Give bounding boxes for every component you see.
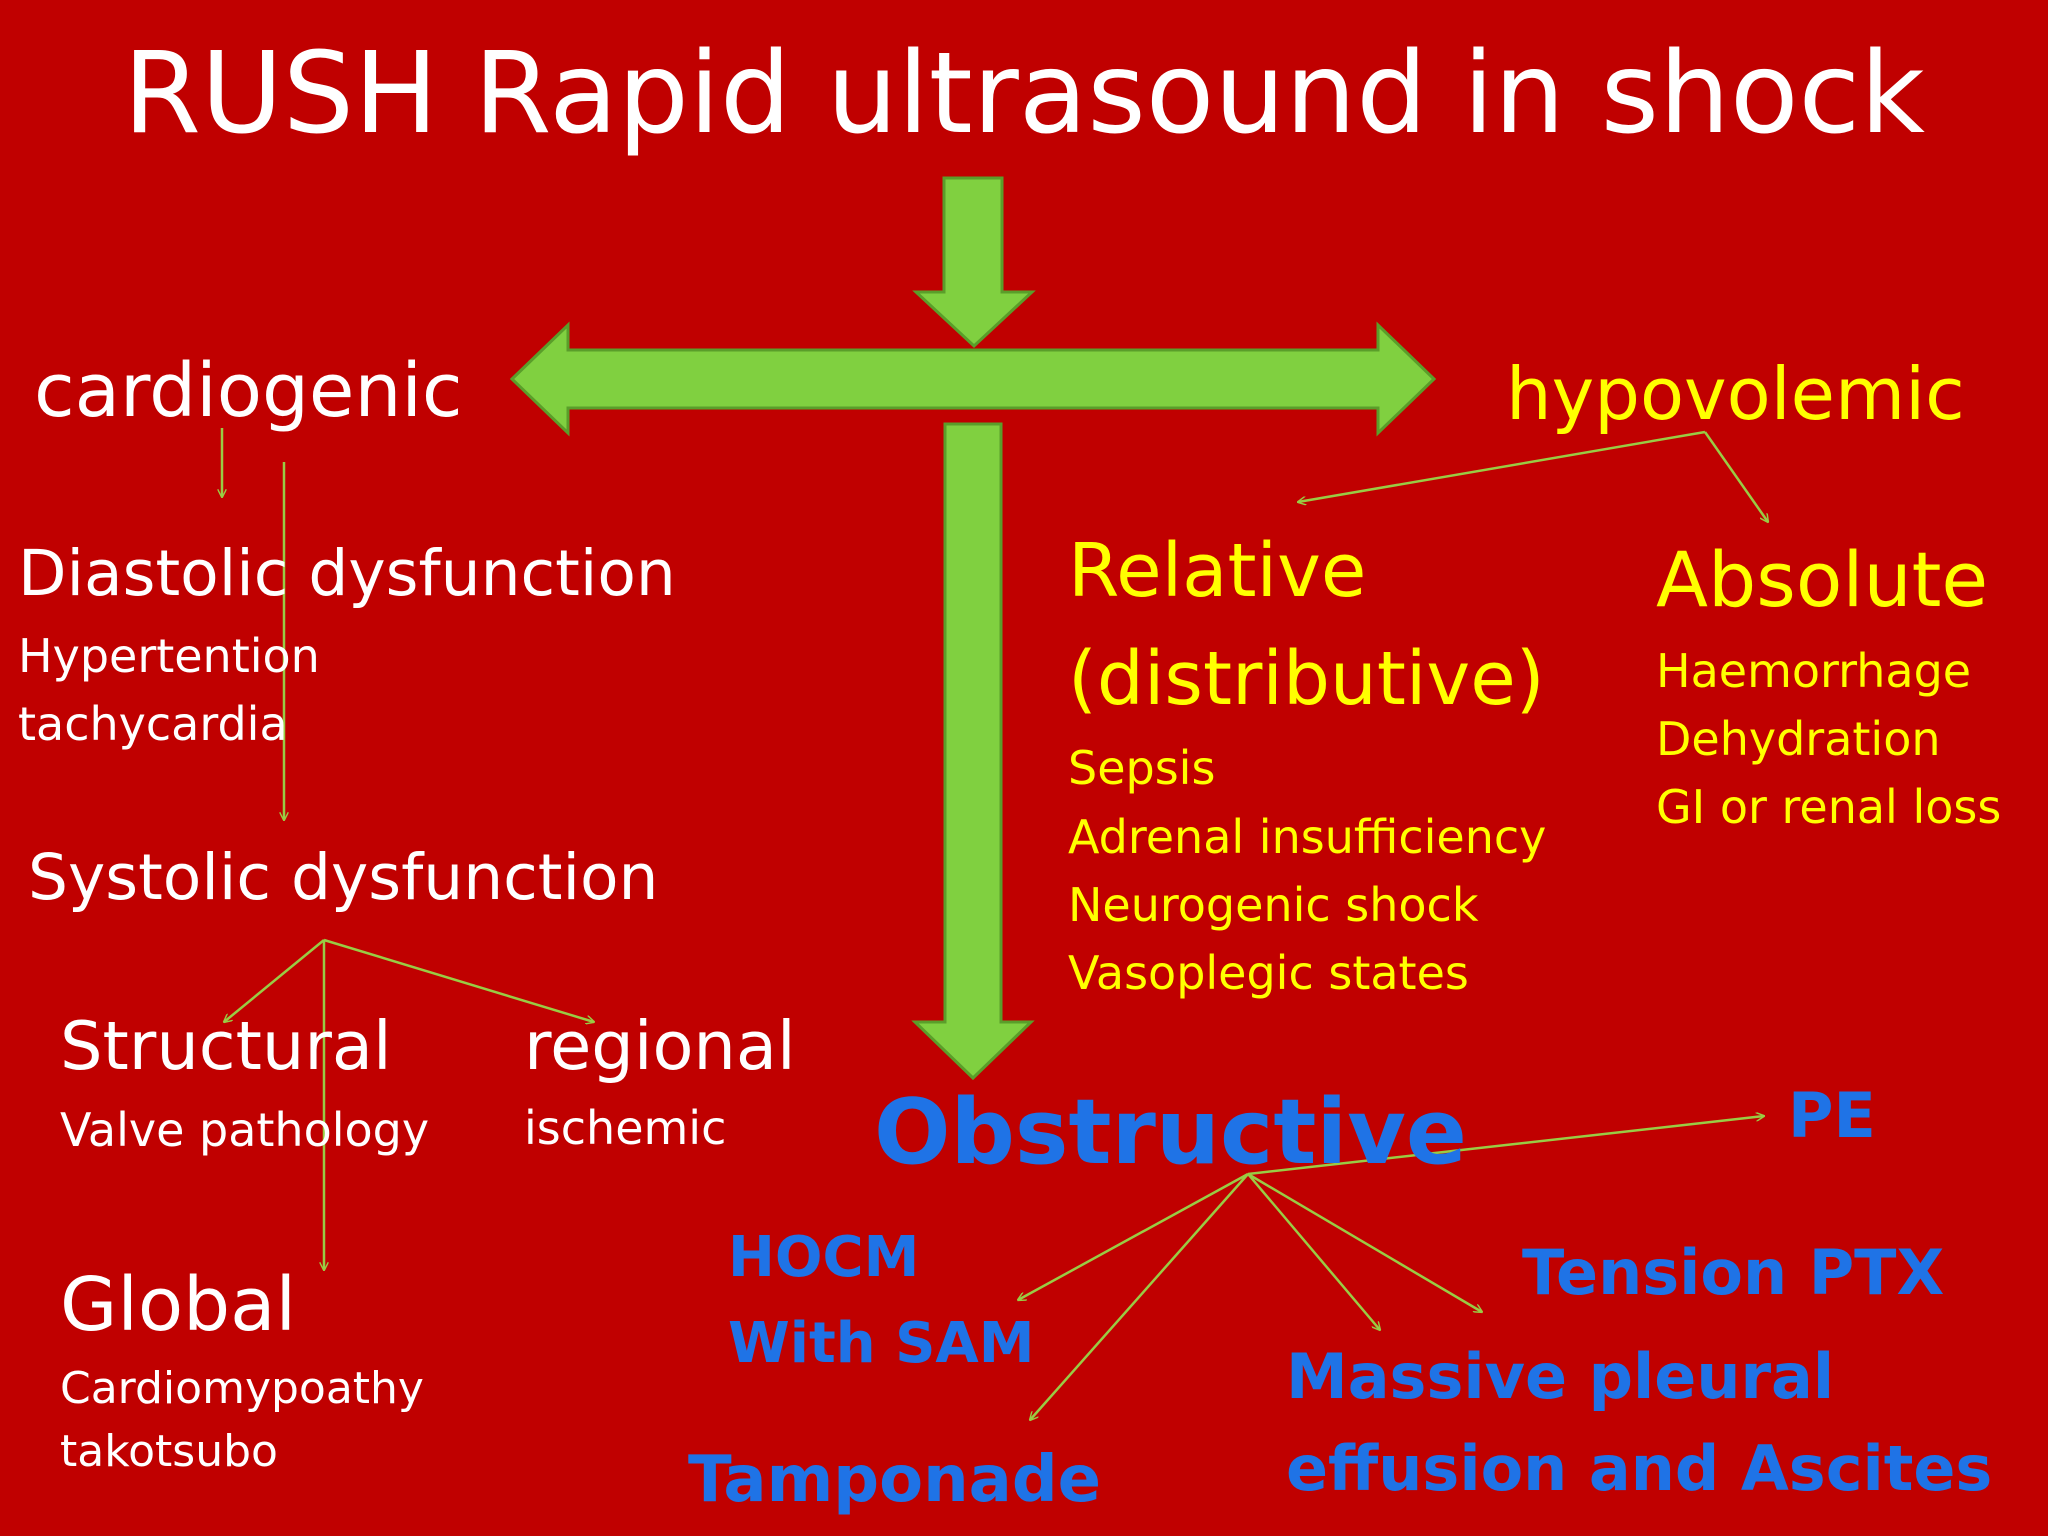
- relative-item: Neurogenic shock: [1068, 878, 1479, 932]
- regional-item: ischemic: [524, 1101, 727, 1155]
- cardiogenic-label: cardiogenic: [34, 348, 463, 434]
- structural-label: Structural: [60, 1007, 392, 1085]
- massive-pleural-label: Massive pleural: [1286, 1340, 1835, 1413]
- relative-item: Vasoplegic states: [1068, 946, 1469, 1000]
- relative-label: Relative: [1068, 528, 1367, 614]
- absolute-item: Haemorrhage: [1656, 644, 1972, 698]
- relative-label-distributive: (distributive): [1068, 636, 1545, 722]
- connector-obstructive-to-tension-ptx: [1247, 1172, 1482, 1312]
- connector-systolic-to-regional: [323, 938, 594, 1022]
- pe-label: PE: [1788, 1079, 1876, 1152]
- tamponade-label: Tamponade: [688, 1443, 1102, 1517]
- global-item: takotsubo: [60, 1426, 278, 1477]
- obstructive-label: Obstructive: [874, 1080, 1467, 1185]
- connector-obstructive-to-pe: [1247, 1116, 1764, 1176]
- connector-systolic-to-structural: [224, 939, 325, 1022]
- diastolic-item: tachycardia: [18, 697, 288, 751]
- diastolic-dysfunction-label: Diastolic dysfunction: [18, 537, 676, 610]
- horizontal-double-arrow: [509, 321, 1437, 437]
- absolute-item: GI or renal loss: [1656, 780, 2002, 834]
- hocm-label: HOCM: [728, 1225, 920, 1290]
- structural-item: Valve pathology: [60, 1103, 430, 1157]
- relative-item: Adrenal insufficiency: [1068, 810, 1547, 864]
- hypovolemic-label: hypovolemic: [1506, 352, 1965, 436]
- relative-item: Sepsis: [1068, 741, 1216, 795]
- diastolic-item: Hypertention: [18, 629, 320, 683]
- connector-hypovolemic-to-relative: [1298, 430, 1706, 502]
- connector-hypovolemic-to-absolute: [1703, 431, 1768, 522]
- absolute-label: Absolute: [1656, 535, 1989, 624]
- tension-ptx-label: Tension PTX: [1522, 1236, 1945, 1309]
- connector-obstructive-to-tamponade: [1030, 1173, 1249, 1420]
- global-item: Cardiomypoathy: [60, 1363, 424, 1414]
- down-arrow-top: [912, 176, 1036, 349]
- systolic-dysfunction-label: Systolic dysfunction: [28, 841, 659, 914]
- slide-title: RUSH Rapid ultrasound in shock: [123, 29, 1925, 159]
- connector-obstructive-to-hocm: [1018, 1172, 1249, 1300]
- down-arrow-bottom: [911, 422, 1035, 1081]
- hocm-with-sam-label: With SAM: [728, 1311, 1035, 1376]
- regional-label: regional: [524, 1007, 796, 1085]
- global-label: Global: [60, 1262, 297, 1348]
- effusion-ascites-label: effusion and Ascites: [1286, 1432, 1993, 1505]
- connector-obstructive-to-pleural: [1247, 1173, 1380, 1330]
- absolute-item: Dehydration: [1656, 712, 1941, 766]
